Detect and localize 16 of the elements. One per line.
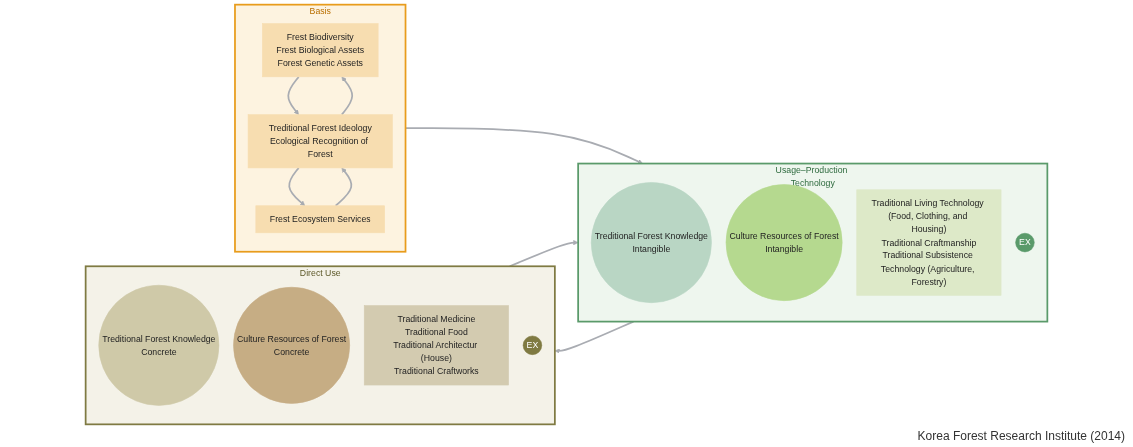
node-circle: Culture Resources of Forest Concrete — [233, 286, 350, 404]
arrow — [554, 320, 635, 354]
arrow — [288, 167, 306, 206]
node-box: Treditional Forest Ideology Ecological Recognition of Forest — [247, 114, 393, 169]
arrow — [287, 75, 300, 115]
node-box: Frest Ecosystem Services — [255, 205, 385, 234]
node-box: Frest Biodiversity Frest Biological Assets Forest Genetic Assets — [262, 23, 379, 78]
caption: Korea Forest Research Institute (2014) — [917, 429, 1125, 443]
node-circle: Treditional Forest Knowledge Concrete — [98, 284, 220, 406]
node-box: Traditional Living Technology (Food, Clothing, and Housing) Traditional Craftmanship Traditional Subsistence Technology (Agriculture, Forestry) — [856, 189, 1002, 296]
arrow — [334, 167, 353, 207]
arrow — [340, 76, 354, 116]
node-box: Traditional Medicine Traditional Food Traditional Architectur (House) Traditional Craftworks — [363, 305, 509, 386]
node-circle: Treditional Forest Knowledge Intangible — [590, 182, 712, 303]
node-circle: EX — [1015, 232, 1035, 253]
node-circle: EX — [522, 335, 543, 355]
